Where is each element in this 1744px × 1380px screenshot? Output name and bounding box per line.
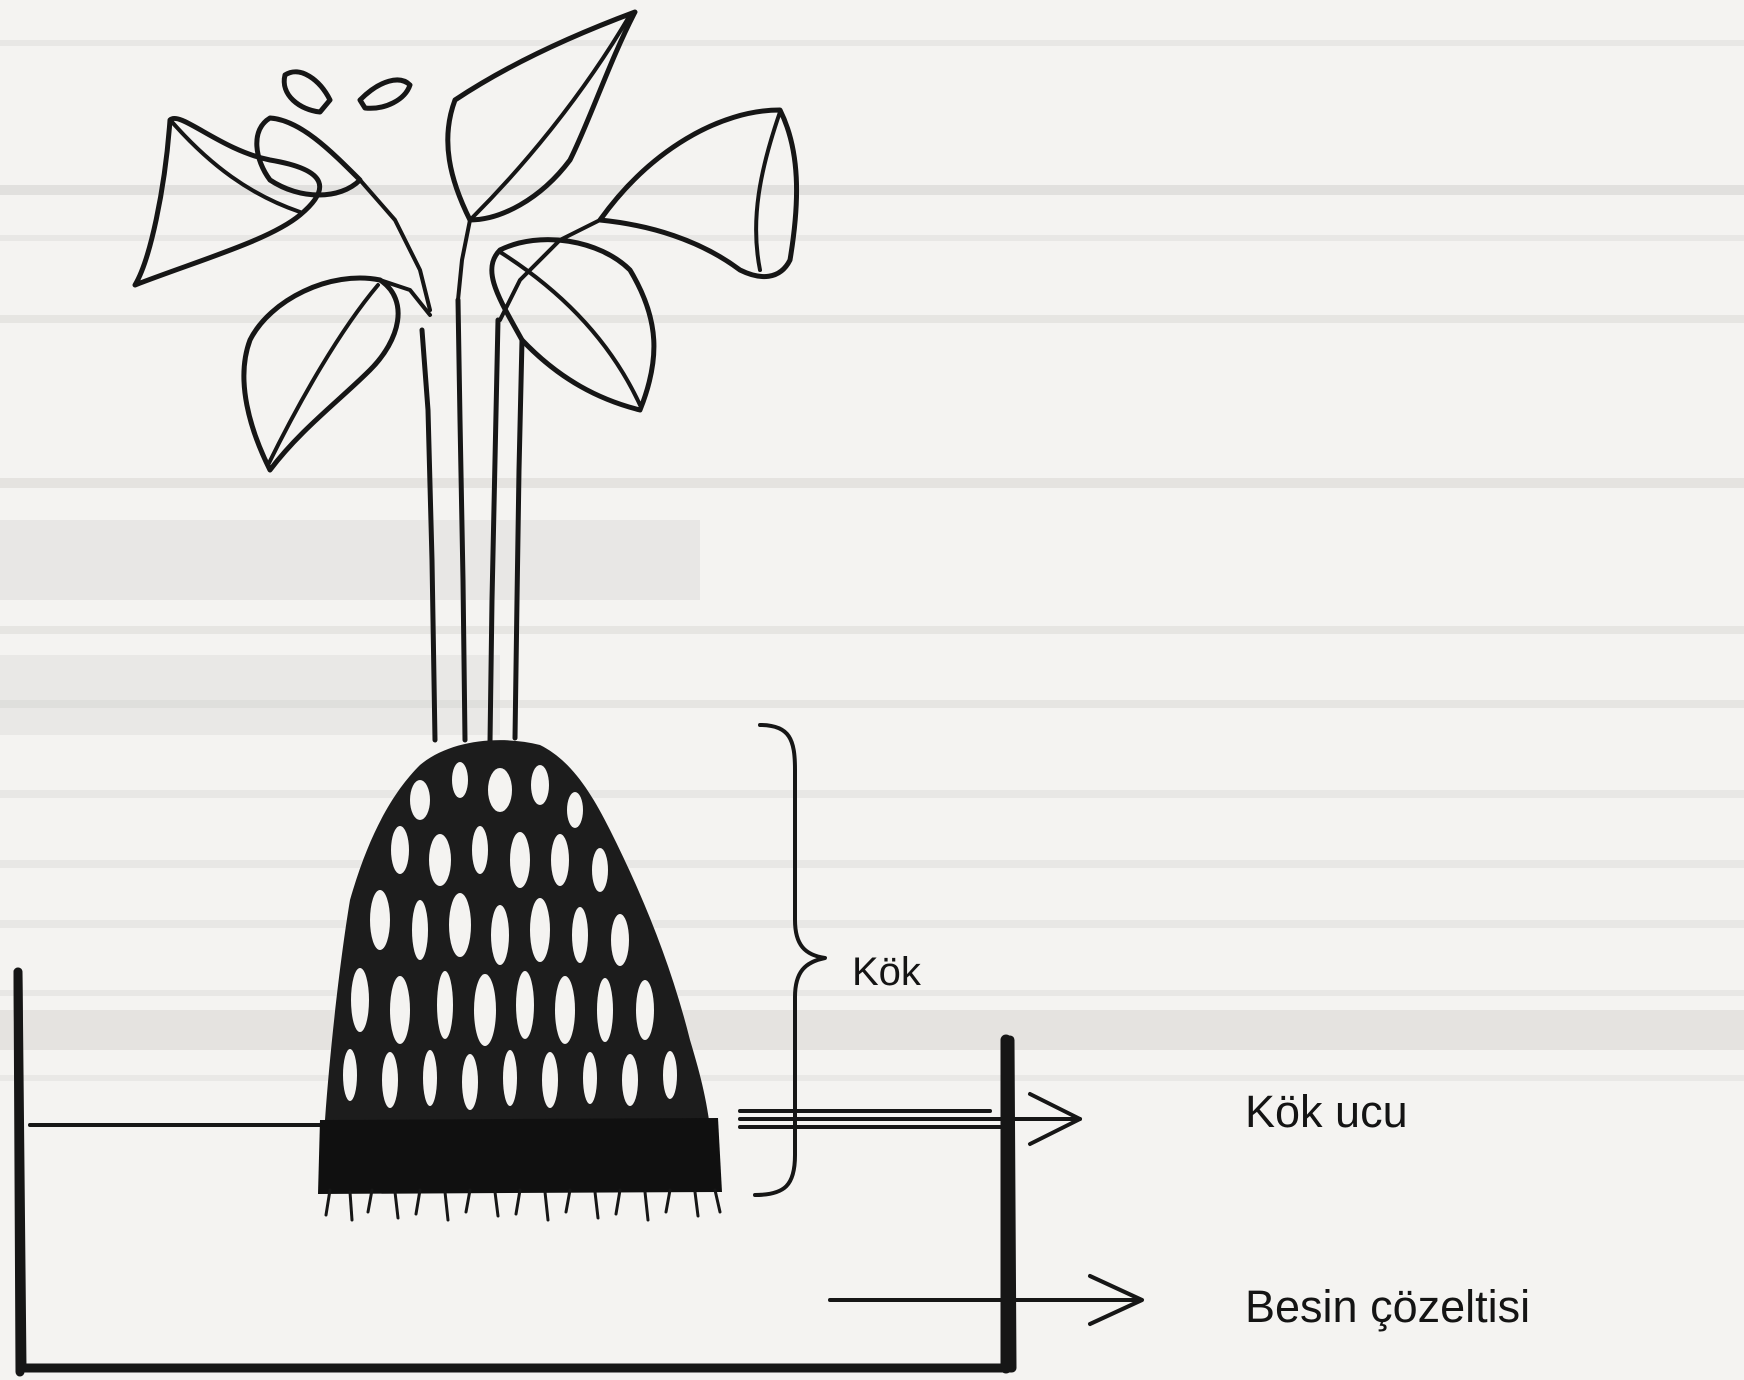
label-root-tip: Kök ucu [1245,1086,1408,1137]
nutrient-solution-arrow [830,1276,1142,1324]
label-root: Kök [852,950,922,994]
root-mass [318,740,722,1220]
root-tip-arrow [740,1094,1080,1144]
label-nutrient-solution: Besin çözeltisi [1245,1281,1530,1332]
